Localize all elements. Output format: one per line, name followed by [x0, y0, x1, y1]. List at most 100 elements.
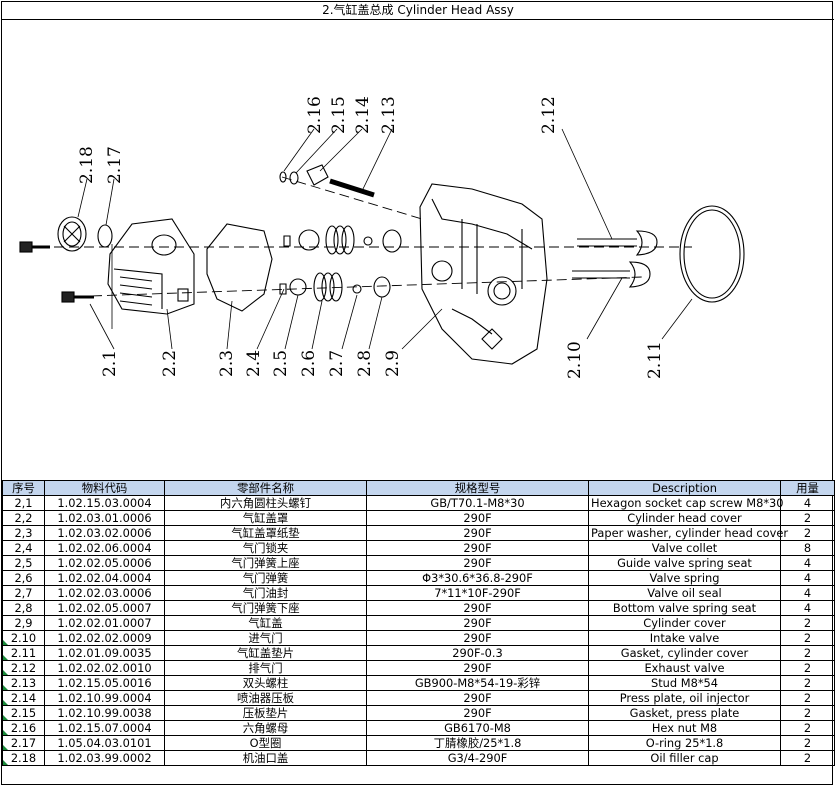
- description-cell: Gasket, cylinder cover: [588, 645, 781, 661]
- qty-cell: 2: [780, 660, 835, 676]
- name-cell: 气门油封: [164, 585, 367, 601]
- code-cell: 1.02.02.01.0007: [44, 615, 165, 631]
- seq-cell: 2.10: [2, 630, 45, 646]
- o-ring-shape: [97, 224, 113, 248]
- code-cell: 1.05.04.03.0101: [44, 735, 165, 751]
- paper-gasket-shape: [206, 223, 273, 312]
- spec-cell: G3/4-290F: [366, 750, 589, 766]
- description-cell: Cylinder cover: [588, 615, 781, 631]
- callout-2-16: 2.16: [305, 96, 325, 134]
- callout-2-4: 2.4: [244, 350, 264, 377]
- description-cell: Bottom valve spring seat: [588, 600, 781, 616]
- spec-cell: 290F: [366, 510, 589, 526]
- qty-cell: 2: [780, 630, 835, 646]
- description-cell: Exhaust valve: [588, 660, 781, 676]
- name-cell: 气缸盖罩纸垫: [164, 525, 367, 541]
- code-cell: 1.02.10.99.0038: [44, 705, 165, 721]
- qty-cell: 2: [780, 735, 835, 751]
- code-cell: 1.02.15.03.0004: [44, 495, 165, 511]
- col-header-seq: 序号: [2, 480, 45, 496]
- qty-cell: 2: [780, 705, 835, 721]
- description-cell: Valve collet: [588, 540, 781, 556]
- qty-cell: 2: [780, 525, 835, 541]
- spec-cell: 290F: [366, 630, 589, 646]
- seq-cell: 2.18: [2, 750, 45, 766]
- description-cell: Valve spring: [588, 570, 781, 586]
- spec-cell: GB6170-M8: [366, 720, 589, 736]
- col-header-name: 零部件名称: [164, 480, 367, 496]
- cylinder-gasket-shape: [679, 205, 745, 303]
- code-cell: 1.02.02.05.0006: [44, 555, 165, 571]
- name-cell: 内六角圆柱头螺钉: [164, 495, 367, 511]
- callout-2-14: 2.14: [353, 96, 373, 134]
- code-cell: 1.02.15.07.0004: [44, 720, 165, 736]
- code-cell: 1.02.02.02.0010: [44, 660, 165, 676]
- exploded-view-drawing: 2.1 2.2 2.3 2.4 2.5 2.6 2.7 2.8 2.9 2.10…: [2, 19, 834, 479]
- col-header-qty: 用量: [780, 480, 835, 496]
- description-cell: Gasket, press plate: [588, 705, 781, 721]
- qty-cell: 2: [780, 645, 835, 661]
- center-lines: [24, 176, 692, 298]
- qty-cell: 4: [780, 570, 835, 586]
- seq-cell: 2,7: [2, 585, 45, 601]
- description-cell: Stud M8*54: [588, 675, 781, 691]
- qty-cell: 2: [780, 510, 835, 526]
- callout-2-2: 2.2: [160, 350, 180, 377]
- name-cell: 进气门: [164, 630, 367, 646]
- spec-cell: 290F: [366, 525, 589, 541]
- seq-cell: 2,5: [2, 555, 45, 571]
- seq-cell: 2.12: [2, 660, 45, 676]
- qty-cell: 4: [780, 495, 835, 511]
- callout-2-3: 2.3: [217, 350, 237, 377]
- name-cell: 气门弹簧上座: [164, 555, 367, 571]
- col-header-spec: 规格型号: [366, 480, 589, 496]
- seq-cell: 2,9: [2, 615, 45, 631]
- callout-2-7: 2.7: [327, 350, 347, 377]
- callout-2-13: 2.13: [379, 96, 399, 134]
- spec-cell: 290F: [366, 555, 589, 571]
- seq-cell: 2.17: [2, 735, 45, 751]
- code-cell: 1.02.10.99.0004: [44, 690, 165, 706]
- spec-cell: GB900-M8*54-19-彩锌: [366, 675, 589, 691]
- spec-cell: 290F-0.3: [366, 645, 589, 661]
- name-cell: 机油口盖: [164, 750, 367, 766]
- code-cell: 1.02.03.99.0002: [44, 750, 165, 766]
- name-cell: 排气门: [164, 660, 367, 676]
- intake-valve-shape: [572, 261, 651, 288]
- description-cell: Hex nut M8: [588, 720, 781, 736]
- cap-screw-shape: [19, 241, 94, 303]
- cylinder-head-cover-shape: [107, 218, 195, 315]
- qty-cell: 2: [780, 675, 835, 691]
- name-cell: 六角螺母: [164, 720, 367, 736]
- description-cell: Hexagon socket cap screw M8*30: [588, 495, 784, 511]
- callout-2-1: 2.1: [100, 350, 120, 377]
- spec-cell: 290F: [366, 660, 589, 676]
- callout-2-15: 2.15: [329, 96, 349, 134]
- col-header-code: 物料代码: [44, 480, 165, 496]
- callout-2-11: 2.11: [645, 341, 665, 379]
- seq-cell: 2,2: [2, 510, 45, 526]
- name-cell: 双头螺柱: [164, 675, 367, 691]
- seq-cell: 2,4: [2, 540, 45, 556]
- parts-table-header: 序号 物料代码 零部件名称 规格型号 Description 用量: [2, 480, 835, 496]
- code-cell: 1.02.01.09.0035: [44, 645, 165, 661]
- seq-cell: 2.13: [2, 675, 45, 691]
- seq-cell: 2.14: [2, 690, 45, 706]
- code-cell: 1.02.03.01.0006: [44, 510, 165, 526]
- injector-press-plate-shape: [279, 164, 375, 198]
- seq-cell: 2.11: [2, 645, 45, 661]
- description-cell: Valve oil seal: [588, 585, 781, 601]
